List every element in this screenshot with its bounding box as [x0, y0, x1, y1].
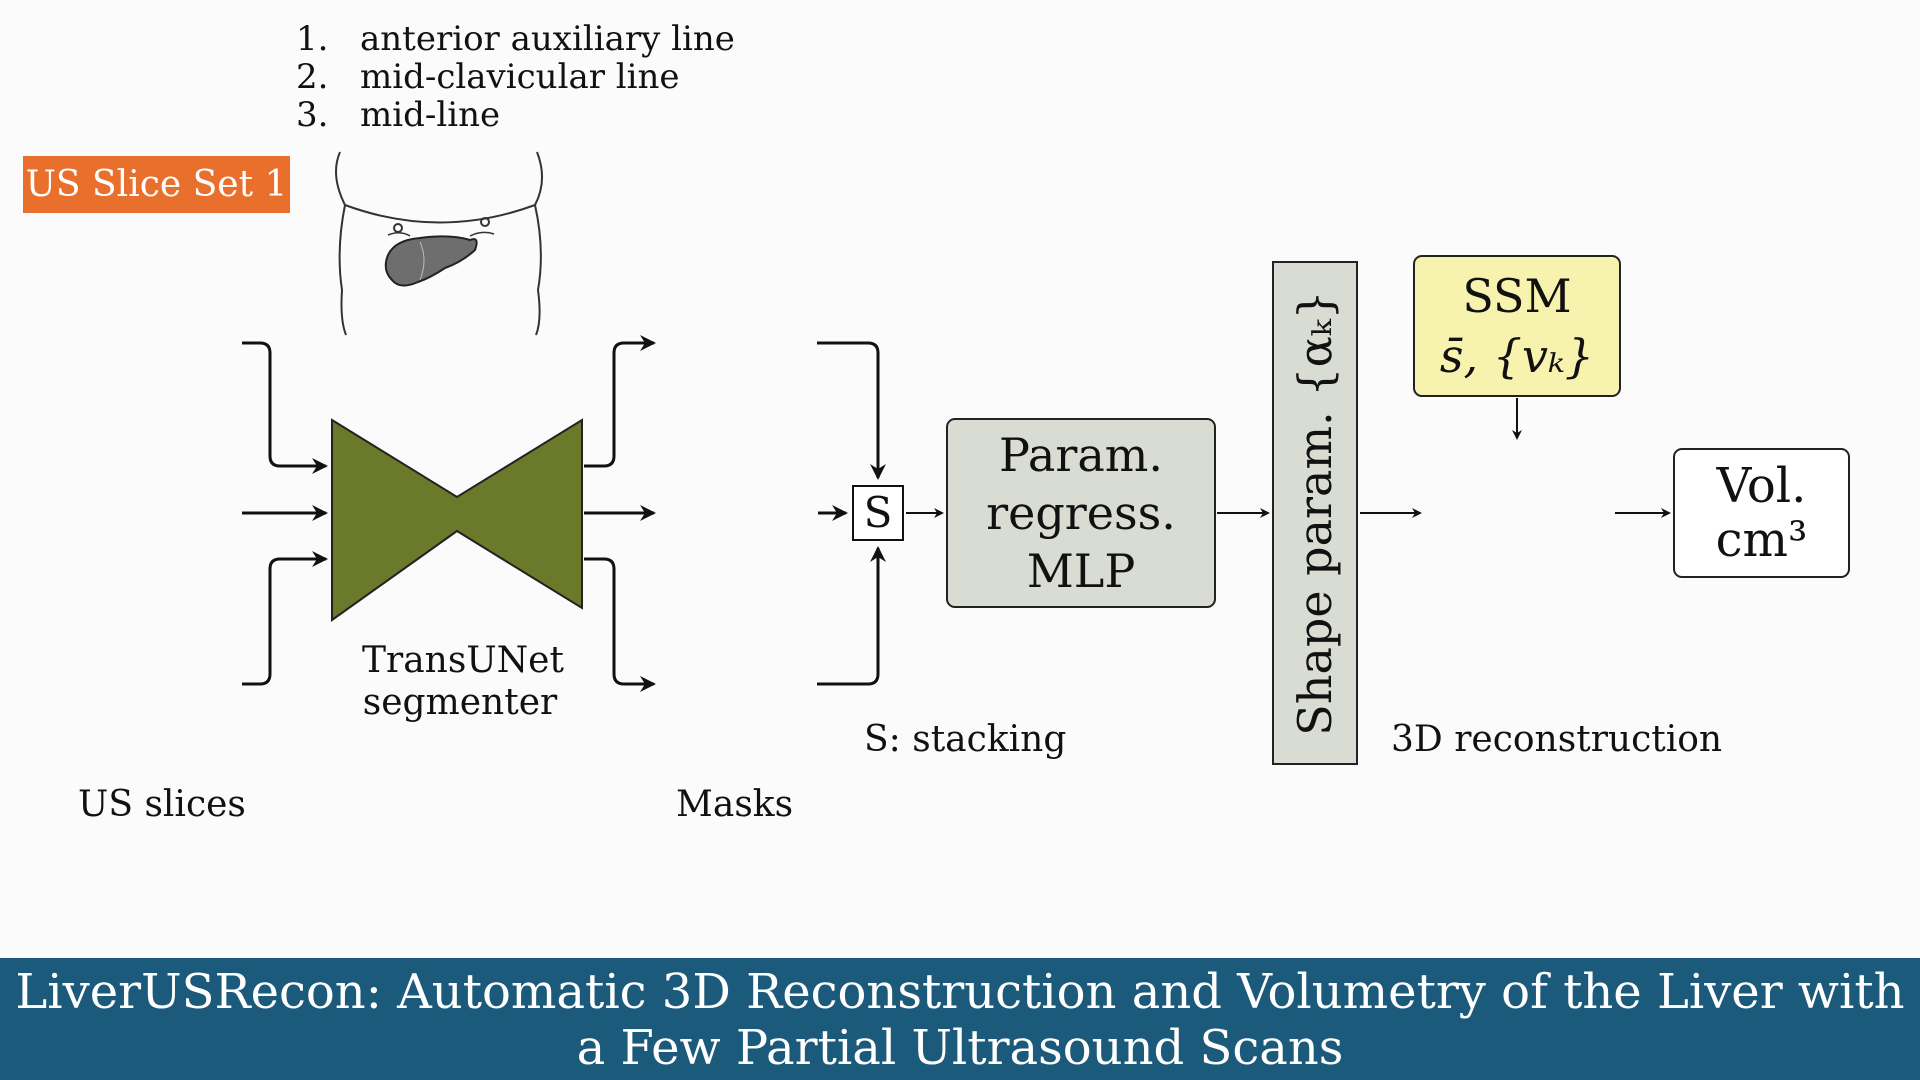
output-arrows	[584, 335, 656, 692]
scan-line-item: 1. anterior auxiliary line	[296, 20, 735, 58]
segmenter-label-line1: TransUNet	[362, 640, 564, 681]
torso-liver-illustration	[335, 151, 543, 336]
stacking-arrows	[817, 341, 886, 686]
ssm-formula: s̄, {vₖ}	[1439, 329, 1595, 383]
title-banner: LiverUSRecon: Automatic 3D Reconstructio…	[0, 958, 1920, 1080]
mlp-line1: Param.	[999, 428, 1163, 482]
stacking-operator: S	[852, 485, 904, 541]
scan-line-item: 3. mid-line	[296, 96, 735, 134]
ssm-title: SSM	[1462, 269, 1572, 323]
param-regression-mlp-box: Param. regress. MLP	[946, 418, 1216, 608]
scan-line-list: 1. anterior auxiliary line 2. mid-clavicul…	[296, 20, 735, 134]
volume-line1: Vol.	[1716, 458, 1807, 514]
list-text: mid-clavicular line	[360, 57, 680, 97]
list-number: 1.	[296, 19, 329, 59]
ssm-box: SSM s̄, {vₖ}	[1413, 255, 1621, 397]
masks-label: Masks	[676, 784, 794, 825]
list-text: mid-line	[360, 95, 501, 135]
slice-set-badge: US Slice Set 1	[23, 156, 290, 213]
scan-line-item: 2. mid-clavicular line	[296, 58, 735, 96]
volume-box: Vol. cm³	[1673, 448, 1850, 578]
flow-arrows	[906, 398, 1671, 518]
list-number: 2.	[296, 57, 329, 97]
volume-line2: cm³	[1715, 512, 1808, 568]
shape-param-bar: Shape param. {αₖ}	[1272, 261, 1358, 765]
input-arrows	[242, 341, 328, 686]
list-number: 3.	[296, 95, 329, 135]
shape-param-label: Shape param. {αₖ}	[1288, 290, 1342, 736]
segmenter-label-line2: segmenter	[362, 682, 558, 723]
mlp-line2: regress.	[986, 486, 1176, 540]
segmenter-label: TransUNet segmenter	[362, 640, 564, 724]
stacking-label: S: stacking	[864, 719, 1067, 760]
mlp-line3: MLP	[1026, 544, 1136, 598]
segmenter-shape	[331, 418, 583, 622]
list-text: anterior auxiliary line	[360, 19, 735, 59]
us-slices-label: US slices	[78, 784, 246, 825]
reconstruction-label: 3D reconstruction	[1391, 719, 1723, 760]
